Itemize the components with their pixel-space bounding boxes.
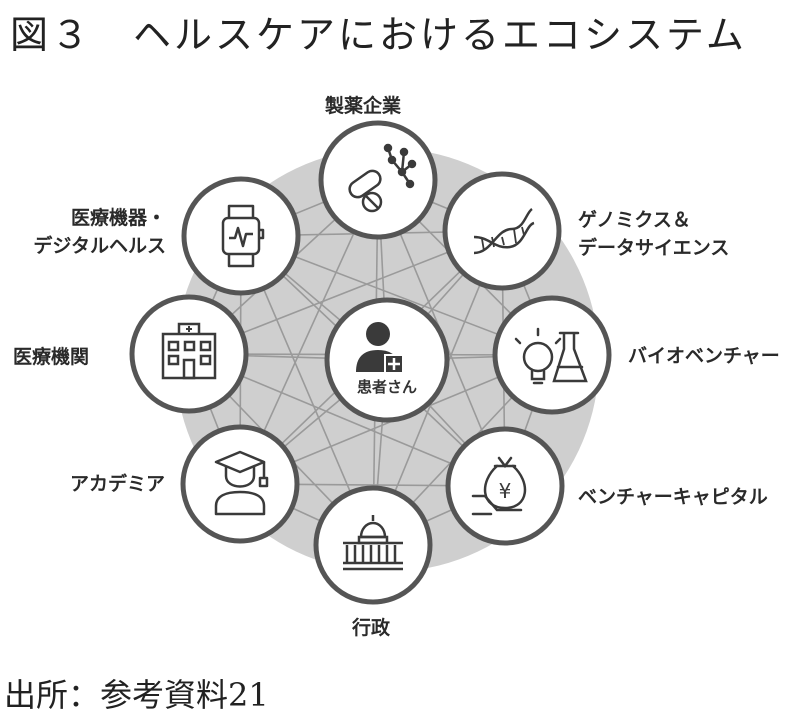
label-venture-capital: ベンチャーキャピタル [578,486,768,508]
node-medical-institutions [129,294,249,414]
center-label: 患者さん [357,378,417,396]
node-genomics [442,171,562,291]
hospital-icon [161,322,217,380]
pills-molecule-icon [348,143,417,213]
lightbulb-flask-icon [514,327,588,385]
node-academia [180,424,300,544]
capitol-building-icon [343,515,403,571]
label-academia: アカデミア [70,473,166,495]
label-devices-line2: デジタルヘルス [33,235,166,257]
figure-title: 図３ ヘルスケアにおけるエコシステム [10,13,747,57]
label-genomics-data-science: ゲノミクス＆ データサイエンス [578,206,729,262]
label-genomics-line2: データサイエンス [578,237,730,259]
yen-moneybag-icon: ¥ [471,456,527,516]
label-pharma-companies: 製薬企業 [325,95,402,117]
label-medical-devices-digital-health: 医療機器・ デジタルヘルス [18,204,166,260]
label-devices-line1: 医療機器・ [70,207,166,229]
dna-icon [473,207,535,255]
center-node: 患者さん [324,297,450,423]
node-pharma [318,120,438,240]
label-medical-institutions: 医療機関 [13,346,90,368]
label-bio-venture: バイオベンチャー [628,345,780,367]
graduate-icon [214,450,269,516]
node-government [313,485,433,605]
patient-icon [356,322,404,374]
svg-text:¥: ¥ [499,479,512,503]
label-genomics-line1: ゲノミクス＆ [578,209,691,231]
label-government: 行政 [352,617,391,639]
smartwatch-icon [221,204,265,268]
source-note: 出所：参考資料21 [4,676,269,714]
